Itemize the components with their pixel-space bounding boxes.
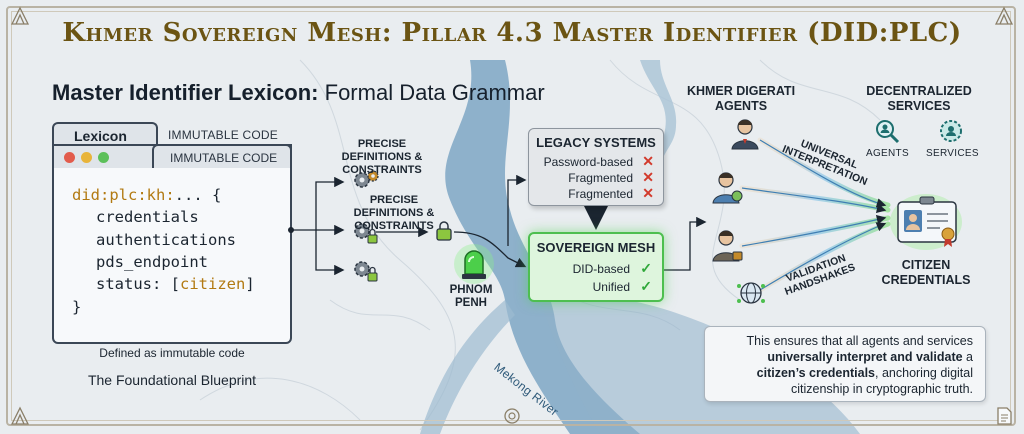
magnifier-person-icon <box>876 120 900 144</box>
gear-person-icon <box>940 120 962 142</box>
card-caption: Defined as immutable code <box>99 346 245 360</box>
agent-person-icon <box>731 119 759 150</box>
river-tributary <box>640 60 677 170</box>
ornament-icon <box>10 406 30 425</box>
inner-frame <box>11 11 1011 421</box>
legacy-systems-box: LEGACY SYSTEMS Password-based ✕ Fragment… <box>528 128 664 206</box>
mesh-row: DID-based <box>572 262 630 276</box>
definitions-label-top: PRECISE DEFINITIONS & CONSTRAINTS <box>341 138 423 176</box>
outer-frame <box>6 6 1016 426</box>
code-close-brace: } <box>72 298 82 316</box>
legacy-row: Fragmented <box>568 171 633 185</box>
page-title: Khmer Sovereign Mesh: Pillar 4.3 Master … <box>62 18 962 48</box>
code-line-1: did:plc:kh:... { <box>72 186 222 204</box>
mesh-row: Unified <box>592 280 630 294</box>
check-icon: ✓ <box>640 278 652 294</box>
river-branch <box>420 300 515 434</box>
mesh-heading: SOVEREIGN MESH <box>536 240 656 255</box>
summary-note: This ensures that all agents and service… <box>704 326 986 402</box>
card-footer: The Foundational Blueprint <box>87 372 257 388</box>
citizen-credentials-label: CITIZEN CREDENTIALS <box>881 258 971 287</box>
gear-lock-icon <box>354 261 378 282</box>
legacy-row: Password-based <box>543 155 633 169</box>
card-header <box>54 146 154 168</box>
beacon-icon <box>454 244 494 284</box>
ornament-icon <box>10 6 30 25</box>
code-status-line: status: [citizen] <box>96 275 255 293</box>
close-dot-icon <box>64 152 75 163</box>
padlock-icon <box>436 221 452 241</box>
id-card-icon <box>890 194 962 250</box>
gear-lock-icon <box>354 223 378 244</box>
agents-heading: KHMER DIGERATI AGENTS <box>686 84 796 113</box>
code-field: credentials <box>96 208 199 226</box>
definitions-label-mid: PRECISE DEFINITIONS & CONSTRAINTS <box>353 194 435 232</box>
agent-person-icon <box>712 172 743 204</box>
legacy-heading: LEGACY SYSTEMS <box>536 135 656 150</box>
sovereign-mesh-box: SOVEREIGN MESH DID-based ✓ Unified ✓ <box>528 232 664 302</box>
immutable-code-tab: IMMUTABLE CODE <box>152 144 292 168</box>
error-x-icon: ✕ <box>642 185 654 201</box>
mekong-river <box>445 60 640 434</box>
maximize-dot-icon <box>98 152 109 163</box>
ornament-icon <box>504 408 520 424</box>
lexicon-card: did:plc:kh:... { credentials authenticat… <box>52 144 292 344</box>
document-icon <box>997 407 1012 425</box>
minimize-dot-icon <box>81 152 92 163</box>
section-subtitle: Master Identifier Lexicon: Formal Data G… <box>52 80 545 105</box>
legacy-row: Fragmented <box>568 187 633 201</box>
services-small-label: SERVICES <box>926 148 979 159</box>
ornament-icon <box>994 6 1014 25</box>
gear-cluster-icon <box>354 170 379 188</box>
lexicon-tab: Lexicon <box>52 122 158 146</box>
city-label: PHNOM PENH <box>449 284 493 309</box>
code-field: authentications <box>96 231 236 249</box>
services-heading: DECENTRALIZED SERVICES <box>866 84 972 113</box>
agent-person-icon <box>712 230 743 262</box>
code-field: pds_endpoint <box>96 253 208 271</box>
error-x-icon: ✕ <box>642 169 654 185</box>
check-icon: ✓ <box>640 260 652 276</box>
agents-small-label: AGENTS <box>866 148 909 159</box>
lexicon-tab-note: IMMUTABLE CODE <box>168 128 278 142</box>
error-x-icon: ✕ <box>642 153 654 169</box>
globe-network-icon <box>737 282 765 304</box>
